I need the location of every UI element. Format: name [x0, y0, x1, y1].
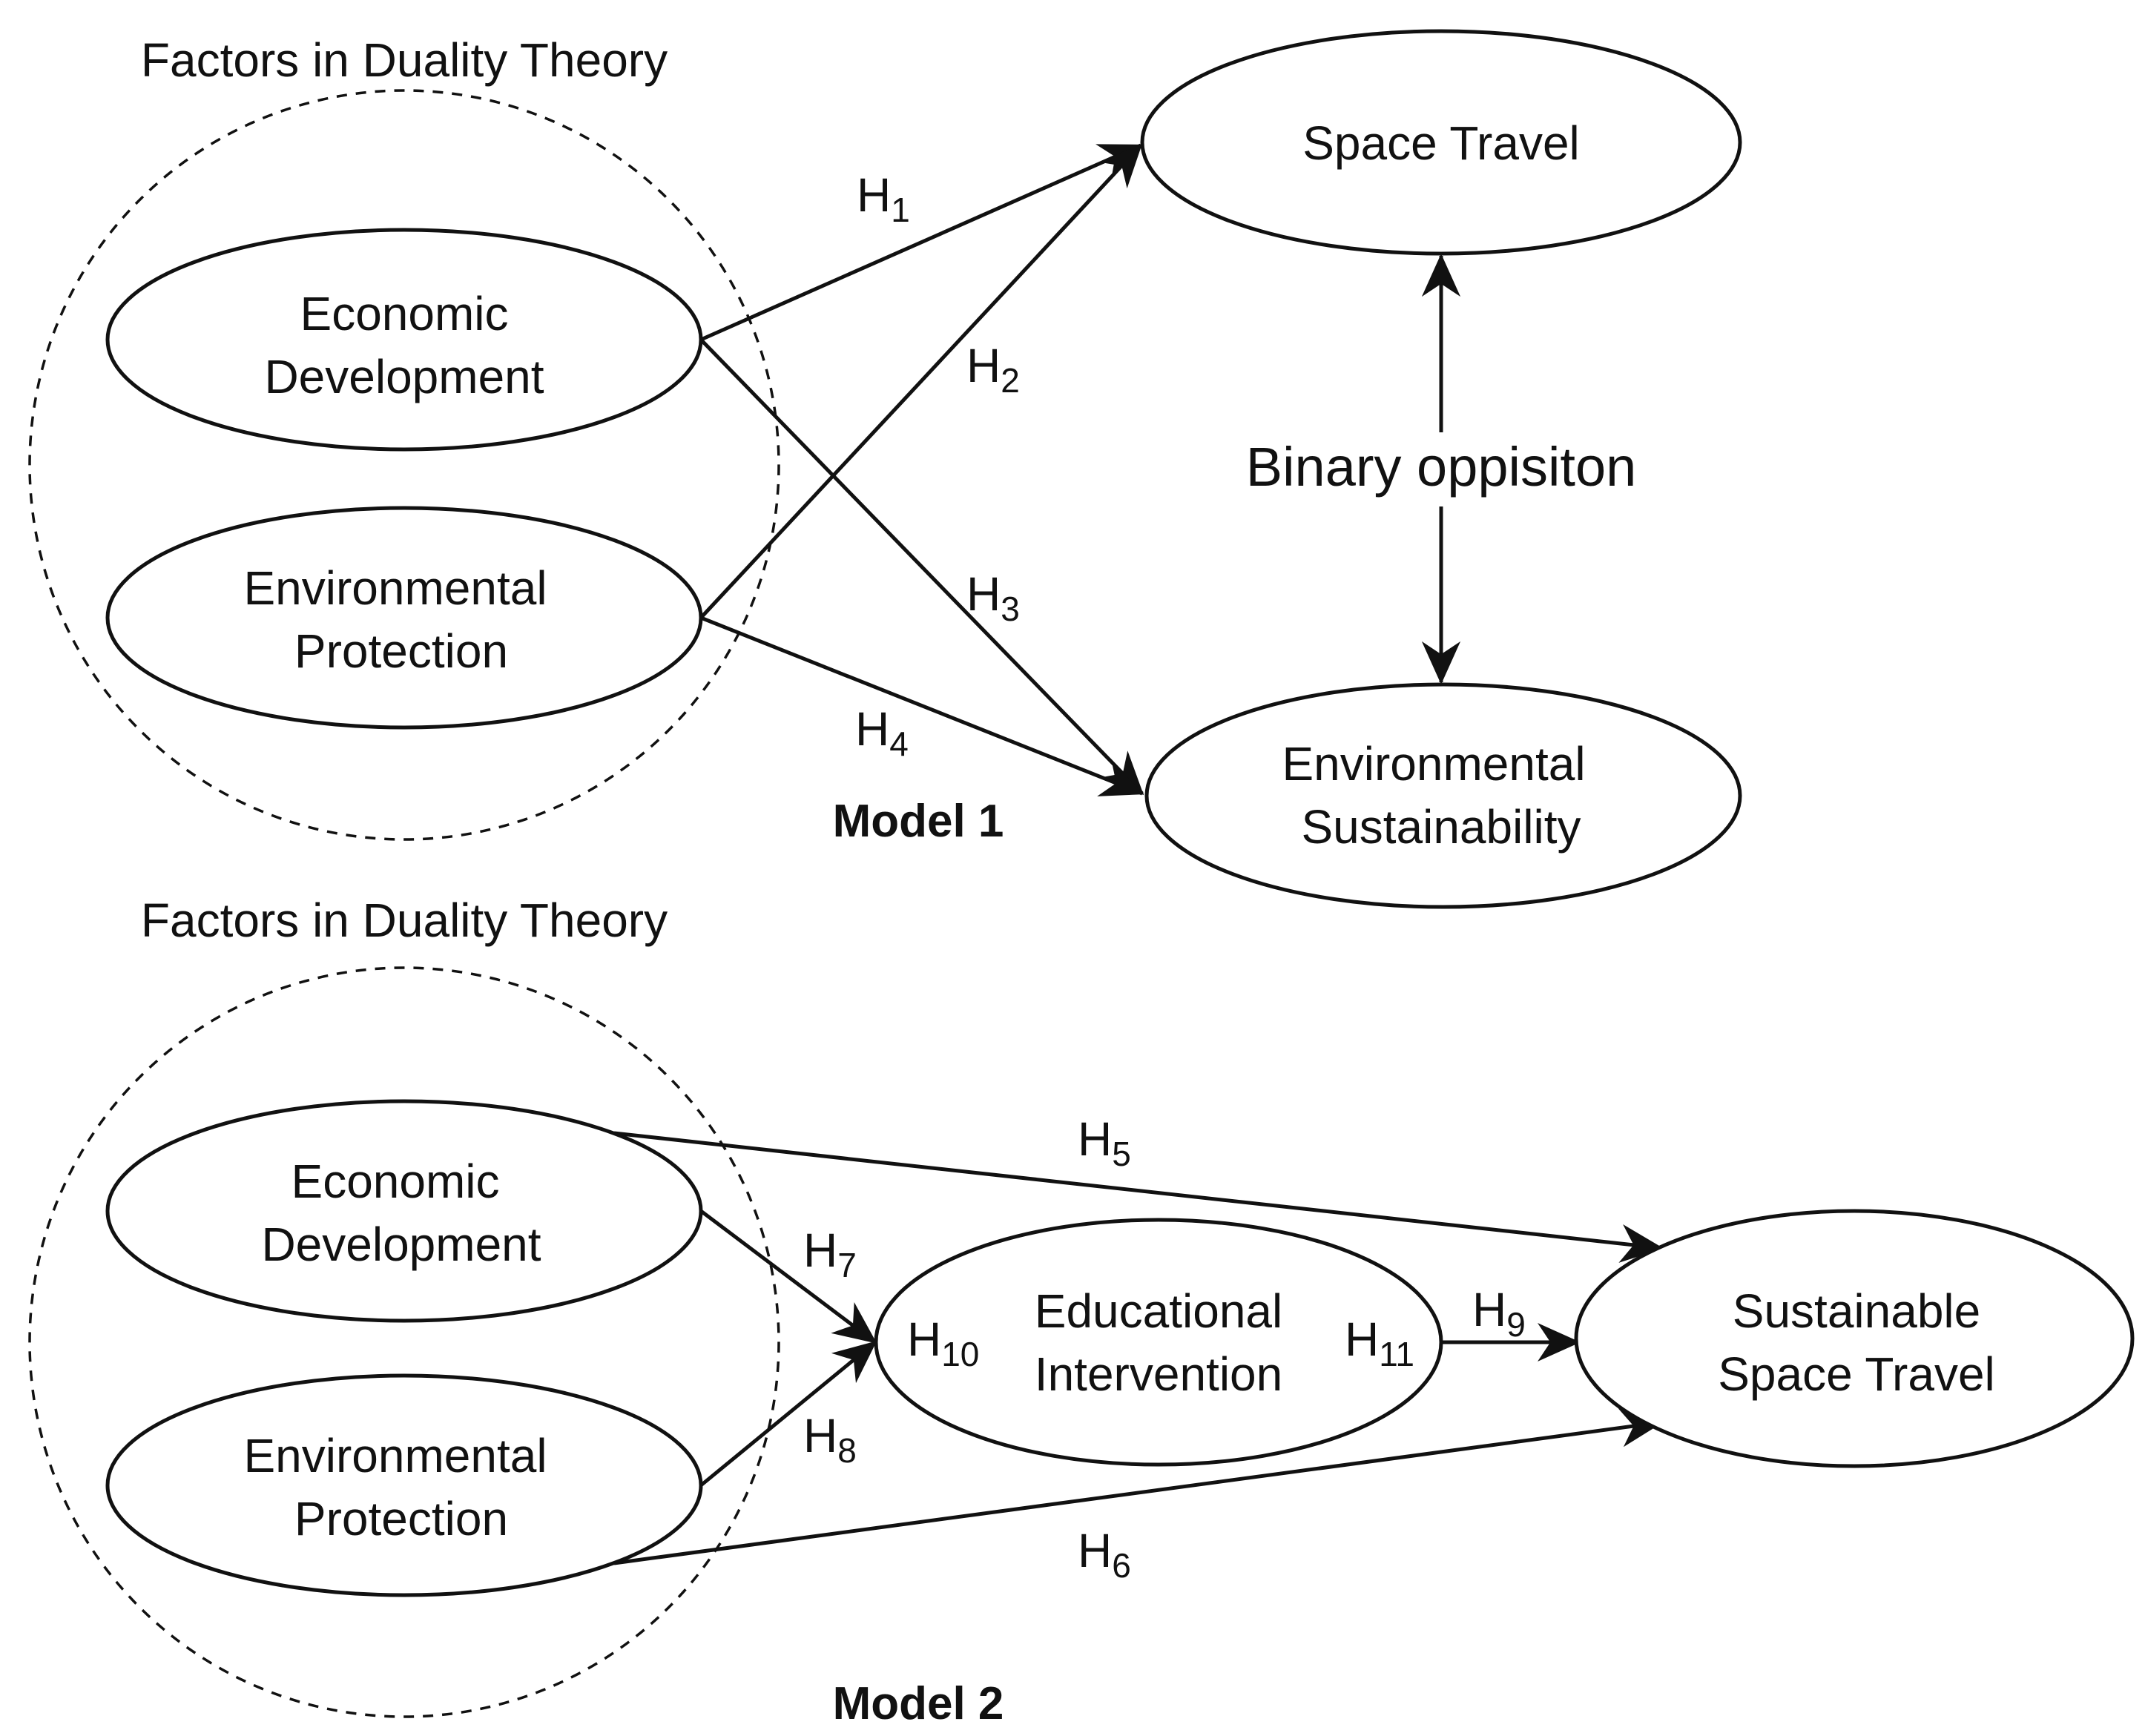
m2-environmental-protection-line1: Environmental [243, 1429, 547, 1482]
model-2: Factors in Duality Theory Economic Devel… [28, 894, 2135, 1729]
m2-node-economic-development: Economic Development [105, 1099, 703, 1323]
m2-environmental-protection-line2: Protection [294, 1492, 508, 1545]
m1-economic-development-line2: Development [264, 350, 544, 403]
m1-space-travel-label: Space Travel [1302, 116, 1580, 170]
edge-h4 [700, 615, 1144, 796]
m2-educational-intervention-line1: Educational [1035, 1284, 1282, 1338]
edge-h6 [613, 1408, 1664, 1565]
edge-h5 [613, 1131, 1664, 1263]
binary-opposition-label: Binary oppisiton [1246, 436, 1637, 498]
m2-sustainable-space-travel-line1: Sustainable [1733, 1284, 1980, 1338]
hypothesis-label-h8: H8 [803, 1409, 857, 1470]
m1-environmental-sustainability-line1: Environmental [1282, 737, 1585, 791]
m2-economic-development-line2: Development [261, 1218, 541, 1271]
hypothesis-label-h1: H1 [857, 168, 910, 229]
m1-node-space-travel: Space Travel [1140, 29, 1742, 256]
m1-node-environmental-protection: Environmental Protection [105, 506, 703, 730]
hypothesis-label-h11: H11 [1345, 1313, 1414, 1373]
hypothesis-label-h9: H9 [1472, 1283, 1526, 1344]
m2-educational-intervention-line2: Intervention [1035, 1347, 1282, 1401]
hypothesis-label-h7: H7 [803, 1224, 857, 1284]
m2-node-sustainable-space-travel: Sustainable Space Travel [1574, 1209, 2135, 1468]
hypothesis-label-h5: H5 [1078, 1112, 1131, 1173]
edge-h2 [699, 143, 1142, 619]
model-2-label: Model 2 [833, 1678, 1004, 1729]
model-1: Factors in Duality Theory Binary oppisit… [28, 29, 1742, 909]
m2-sustainable-space-travel-line2: Space Travel [1718, 1347, 1995, 1401]
m2-node-educational-intervention: Educational Intervention [874, 1218, 1443, 1467]
model-1-label: Model 1 [833, 796, 1004, 847]
edge-h8 [699, 1341, 877, 1487]
hypothesis-label-h6: H6 [1078, 1524, 1131, 1585]
m1-environmental-sustainability-line2: Sustainability [1301, 800, 1581, 854]
model-2-group-title: Factors in Duality Theory [141, 894, 668, 947]
m1-economic-development-line1: Economic [300, 287, 509, 340]
edge-h7 [699, 1209, 877, 1344]
m2-node-environmental-protection: Environmental Protection [105, 1373, 703, 1597]
edge-h1 [699, 143, 1143, 342]
model-1-group-title: Factors in Duality Theory [141, 33, 668, 87]
hypothesis-label-h3: H3 [966, 567, 1020, 628]
model-1-duality-factors-group [28, 89, 780, 841]
model-2-duality-factors-group [28, 966, 780, 1718]
m1-environmental-protection-line2: Protection [294, 624, 508, 678]
hypothesis-label-h4: H4 [855, 702, 909, 763]
m1-node-economic-development: Economic Development [105, 228, 703, 452]
hypothesis-label-h2: H2 [966, 339, 1020, 400]
m2-economic-development-line1: Economic [291, 1155, 500, 1208]
m1-environmental-protection-line1: Environmental [243, 561, 547, 615]
edge-h3 [699, 338, 1144, 796]
hypothesis-label-h10: H10 [907, 1313, 979, 1373]
m1-node-environmental-sustainability: Environmental Sustainability [1144, 682, 1742, 909]
